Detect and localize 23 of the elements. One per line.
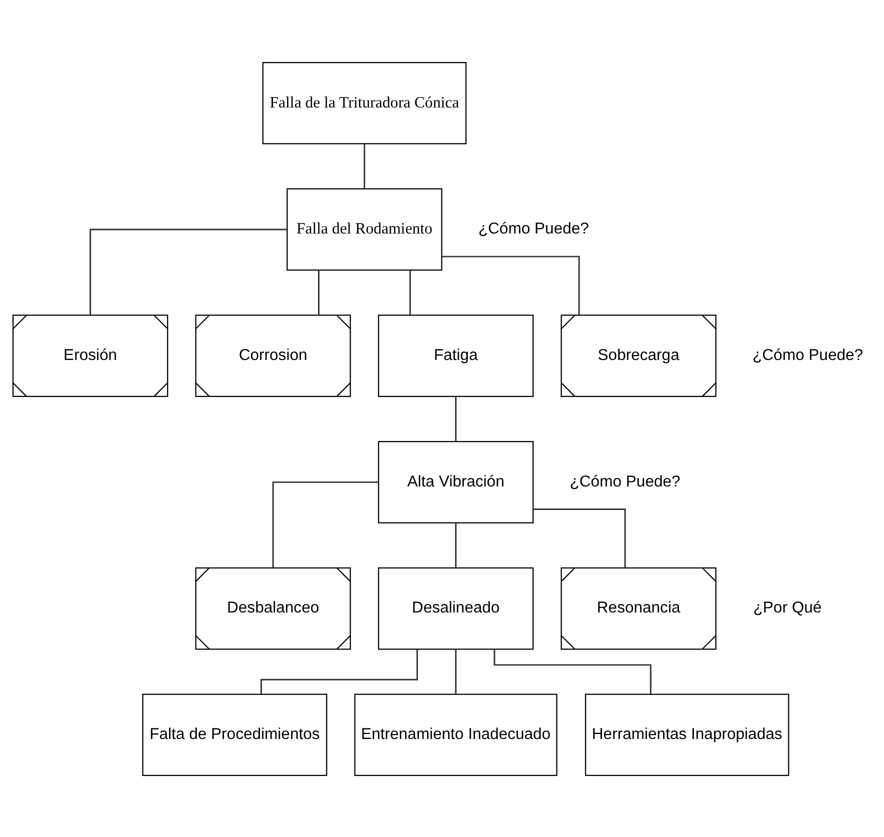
connector — [455, 522, 457, 567]
node-box: Entrenamiento Inadecuado — [354, 693, 558, 776]
connector — [442, 255, 580, 315]
connector — [364, 143, 366, 188]
node-box: Falla del Rodamiento — [286, 188, 442, 270]
connector — [455, 396, 457, 441]
label: ¿Cómo Puede? — [478, 220, 589, 238]
connector — [455, 648, 457, 694]
connector — [318, 270, 320, 314]
node-box: Herramientas Inapropiadas — [584, 693, 790, 776]
connector — [90, 228, 287, 315]
label: ¿Cómo Puede? — [570, 472, 680, 490]
connector — [409, 270, 411, 314]
label: ¿Por Qué — [753, 599, 822, 616]
node-box: Alta Vibración — [378, 440, 534, 523]
node-box: Desalineado — [378, 566, 534, 650]
node-box: Falla de la Trituradora Cónica — [262, 61, 467, 144]
label: ¿Cómo Puede? — [752, 346, 864, 364]
connector — [494, 648, 652, 694]
connector — [534, 508, 626, 568]
node-box: Falta de Procedimientos — [142, 693, 328, 776]
connector — [272, 480, 378, 568]
node-box: Fatiga — [378, 314, 534, 396]
